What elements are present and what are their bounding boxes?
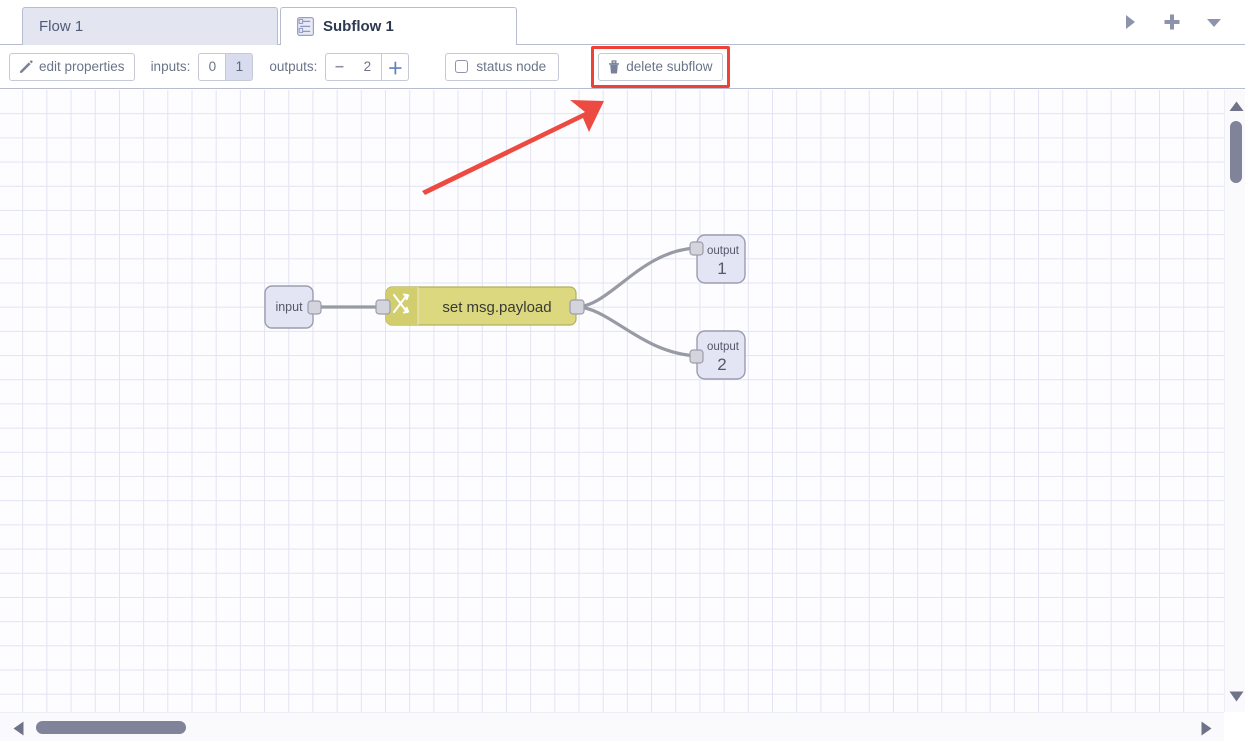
input-port[interactable] xyxy=(689,349,704,364)
node-label-number: 1 xyxy=(717,259,726,278)
pencil-icon xyxy=(19,59,33,74)
outputs-stepper[interactable]: – 2 ＋ xyxy=(325,52,410,81)
canvas-area: input set msg.payload xyxy=(0,90,1245,741)
output-port[interactable] xyxy=(307,300,322,315)
inputs-label: inputs: xyxy=(150,59,191,74)
change-icon xyxy=(392,293,410,314)
status-node-toggle[interactable]: status node xyxy=(445,52,560,81)
node-label-top: output xyxy=(707,341,740,353)
subflow-icon xyxy=(297,17,315,36)
tab-menu-chevron-icon[interactable] xyxy=(1201,8,1227,36)
tab-list: Flow 1 Subflow 1 xyxy=(22,5,519,46)
inputs-toggle[interactable]: 0 1 xyxy=(198,52,254,81)
vertical-scrollbar[interactable] xyxy=(1224,90,1245,712)
edit-properties-label: edit properties xyxy=(39,59,125,74)
node-change[interactable]: set msg.payload xyxy=(375,286,585,326)
delete-subflow-button[interactable]: delete subflow xyxy=(598,52,723,81)
outputs-label: outputs: xyxy=(269,59,318,74)
input-port[interactable] xyxy=(689,241,704,256)
v-scroll-thumb[interactable] xyxy=(1230,121,1242,183)
inputs-option-1[interactable]: 1 xyxy=(225,52,254,81)
node-label: input xyxy=(275,300,303,314)
scrollbar-corner xyxy=(1224,712,1245,741)
node-subflow-input[interactable]: input xyxy=(264,285,322,329)
status-node-checkbox[interactable] xyxy=(455,60,469,73)
tab-bar: Flow 1 Subflow 1 xyxy=(0,0,1245,46)
delete-subflow-highlight: delete subflow xyxy=(591,45,730,88)
triangle-up-icon[interactable] xyxy=(1228,98,1244,114)
tab-subflow-1[interactable]: Subflow 1 xyxy=(280,7,517,46)
wire-change-to-output1 xyxy=(574,246,699,309)
triangle-right-icon[interactable] xyxy=(1198,720,1214,736)
horizontal-scrollbar[interactable] xyxy=(0,712,1224,741)
wire-change-to-output2 xyxy=(574,305,699,358)
status-node-label: status node xyxy=(476,59,547,74)
tab-flow-1[interactable]: Flow 1 xyxy=(22,7,278,45)
annotation-arrow-icon xyxy=(422,100,604,195)
inputs-option-0[interactable]: 0 xyxy=(198,52,227,81)
flow-canvas[interactable]: input set msg.payload xyxy=(0,90,1224,712)
node-subflow-output-2[interactable]: output 2 xyxy=(689,330,746,380)
add-tab-icon[interactable] xyxy=(1159,8,1185,36)
tab-label: Flow 1 xyxy=(39,18,84,35)
node-label-number: 2 xyxy=(717,355,726,374)
outputs-increment-button[interactable]: ＋ xyxy=(381,52,410,81)
edit-properties-button[interactable]: edit properties xyxy=(9,52,135,81)
triangle-left-icon[interactable] xyxy=(10,720,26,736)
trash-icon xyxy=(608,59,620,74)
outputs-decrement-button[interactable]: – xyxy=(325,52,354,81)
input-port[interactable] xyxy=(375,299,391,315)
node-label: set msg.payload xyxy=(442,299,551,316)
flow-graph: input set msg.payload xyxy=(264,100,746,380)
node-subflow-output-1[interactable]: output 1 xyxy=(689,234,746,284)
node-label-top: output xyxy=(707,245,740,257)
subflow-toolbar: edit properties inputs: 0 1 outputs: – 2… xyxy=(0,45,1245,89)
next-tab-arrow-icon[interactable] xyxy=(1117,8,1143,36)
tab-bar-actions xyxy=(1117,0,1237,44)
wires xyxy=(311,246,699,358)
output-port[interactable] xyxy=(569,299,585,315)
tab-label: Subflow 1 xyxy=(323,18,394,35)
outputs-value: 2 xyxy=(352,52,383,81)
h-scroll-thumb[interactable] xyxy=(36,721,186,734)
delete-subflow-label: delete subflow xyxy=(626,59,713,74)
triangle-down-icon[interactable] xyxy=(1228,688,1244,704)
